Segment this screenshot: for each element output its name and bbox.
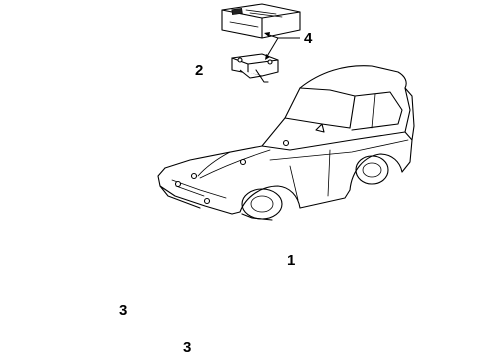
sensor-location-markers: [174, 139, 290, 205]
callout-3-left: 3: [119, 302, 128, 319]
front-left-sensor-dot: [174, 180, 182, 188]
callout-2: 2: [195, 62, 204, 79]
diagnostic-module: [221, 3, 301, 39]
dash-sensor-dot: [282, 139, 290, 147]
front-center-sensor-dot: [190, 172, 198, 180]
car-body: [157, 65, 415, 221]
callout-1: 1: [287, 252, 296, 269]
front-right-sensor-dot: [203, 197, 211, 205]
center-sensor-dot: [239, 158, 247, 166]
module-bracket: [231, 53, 279, 83]
callout-3-right: 3: [183, 339, 192, 356]
callout-4: 4: [304, 30, 313, 47]
